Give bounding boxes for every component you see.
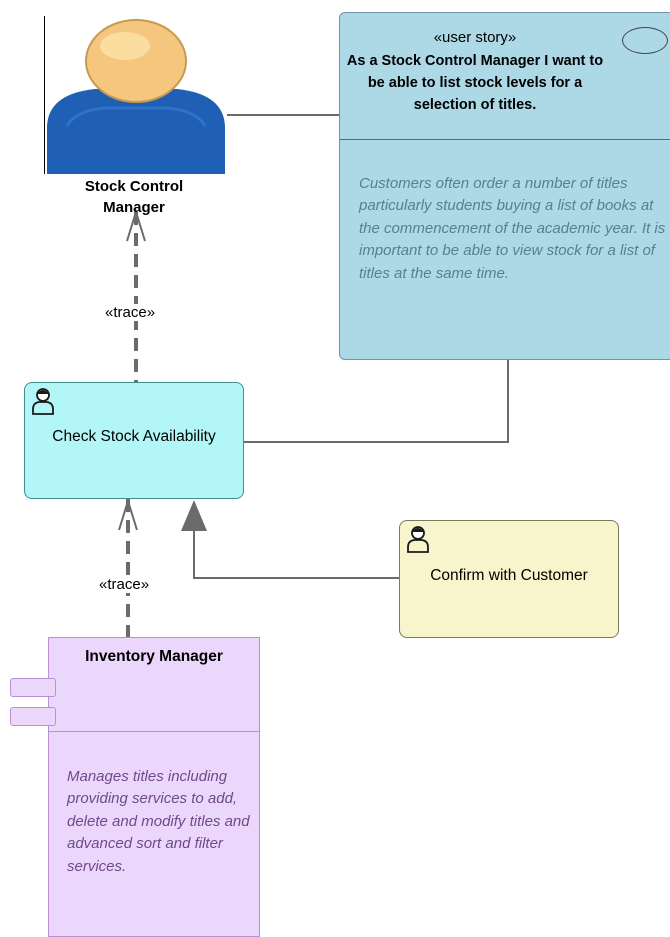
user-story-stereotype: «user story» (433, 29, 517, 46)
business-worker-icon (32, 388, 54, 415)
activity-label: Confirm with Customer (430, 567, 588, 584)
user-story-notes: Customers often order a number of titles… (359, 175, 666, 282)
component-inventory-manager[interactable]: Inventory Manager Manages titles includi… (48, 637, 260, 937)
component-notes: Manages titles including providing servi… (67, 768, 250, 875)
component-title: Inventory Manager (85, 648, 223, 665)
trace-upper-arrowhead (126, 208, 146, 242)
activity-label: Check Stock Availability (52, 428, 216, 445)
user-story-requirement[interactable]: «user story» As a Stock Control Manager … (339, 12, 670, 360)
component-port-icon (10, 678, 56, 697)
business-worker-icon (407, 526, 429, 553)
activity-confirm-with-customer[interactable]: Confirm with Customer (399, 520, 619, 638)
component-divider (49, 731, 259, 732)
user-story-title: As a Stock Control Manager I want to be … (346, 53, 604, 113)
story-check-link (244, 360, 509, 443)
component-port-icon (10, 707, 56, 726)
use-case-ellipse-icon (622, 27, 668, 54)
trace-label-lower: «trace» (98, 576, 151, 593)
actor-icon (47, 19, 225, 174)
actor-stock-control-manager[interactable] (44, 16, 227, 174)
generalization-arrowhead (181, 500, 207, 531)
trace-lower-arrowhead (118, 497, 138, 531)
actor-name: Stock Control Manager (84, 178, 184, 216)
activity-check-stock-availability[interactable]: Check Stock Availability (24, 382, 244, 499)
generalization-line (193, 529, 399, 579)
user-story-divider (340, 139, 670, 140)
trace-label-upper: «trace» (104, 304, 157, 321)
